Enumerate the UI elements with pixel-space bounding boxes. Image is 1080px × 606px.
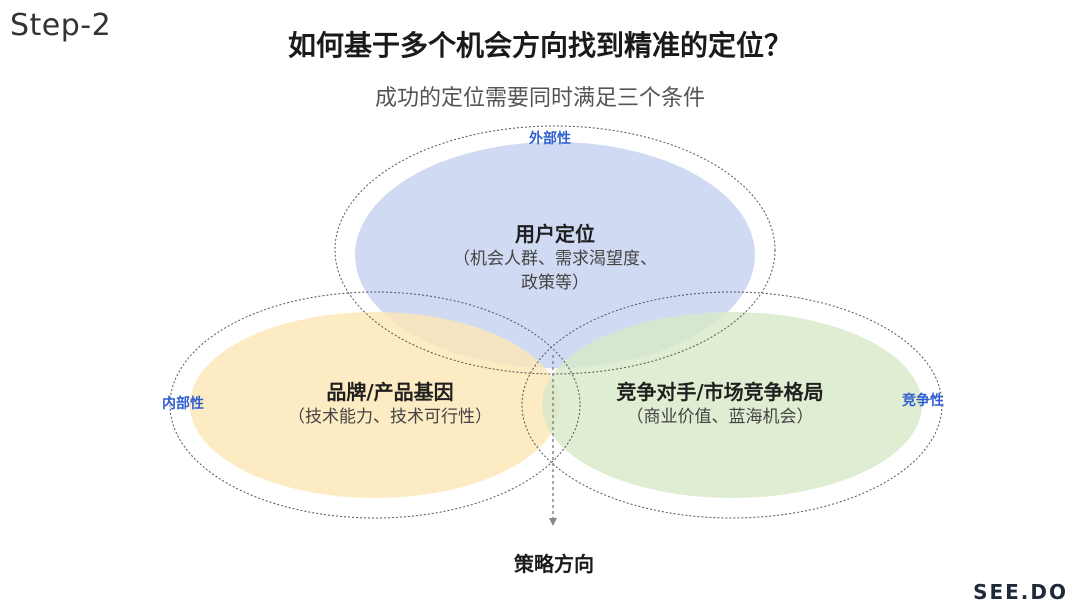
top-circle-desc-1: （机会人群、需求渴望度、 xyxy=(453,249,657,269)
right-circle-title: 竞争对手/市场竞争格局 xyxy=(616,380,824,404)
left-circle-title: 品牌/产品基因 xyxy=(326,380,454,404)
right-circle-desc: （商业价值、蓝海机会） xyxy=(626,407,814,427)
top-circle-title: 用户定位 xyxy=(515,222,595,246)
top-circle-label: 用户定位 （机会人群、需求渴望度、 政策等） xyxy=(425,218,685,295)
strategy-arrow-head xyxy=(549,518,557,526)
right-circle-ring xyxy=(521,291,943,519)
right-circle-fill xyxy=(542,312,922,498)
top-circle-desc-2: 政策等） xyxy=(521,273,589,293)
right-circle-tag: 竞争性 xyxy=(902,393,944,409)
top-circle-fill xyxy=(355,142,755,368)
top-circle-ring xyxy=(334,125,776,375)
top-circle-tag: 外部性 xyxy=(529,131,571,147)
page-subtitle: 成功的定位需要同时满足三个条件 xyxy=(374,86,705,111)
brand-logo: SEE.DO xyxy=(973,580,1068,604)
page-title: 如何基于多个机会方向找到精准的定位？ xyxy=(287,29,792,62)
right-circle-label: 竞争对手/市场竞争格局 （商业价值、蓝海机会） xyxy=(580,376,860,429)
left-circle-fill xyxy=(190,312,560,498)
left-circle-ring xyxy=(169,291,581,519)
left-circle-label: 品牌/产品基因 （技术能力、技术可行性） xyxy=(250,376,530,429)
left-circle-desc: （技术能力、技术可行性） xyxy=(288,407,492,427)
strategy-direction-label: 策略方向 xyxy=(514,552,594,576)
left-circle-tag: 内部性 xyxy=(162,396,204,412)
step-label: Step-2 xyxy=(10,8,112,43)
